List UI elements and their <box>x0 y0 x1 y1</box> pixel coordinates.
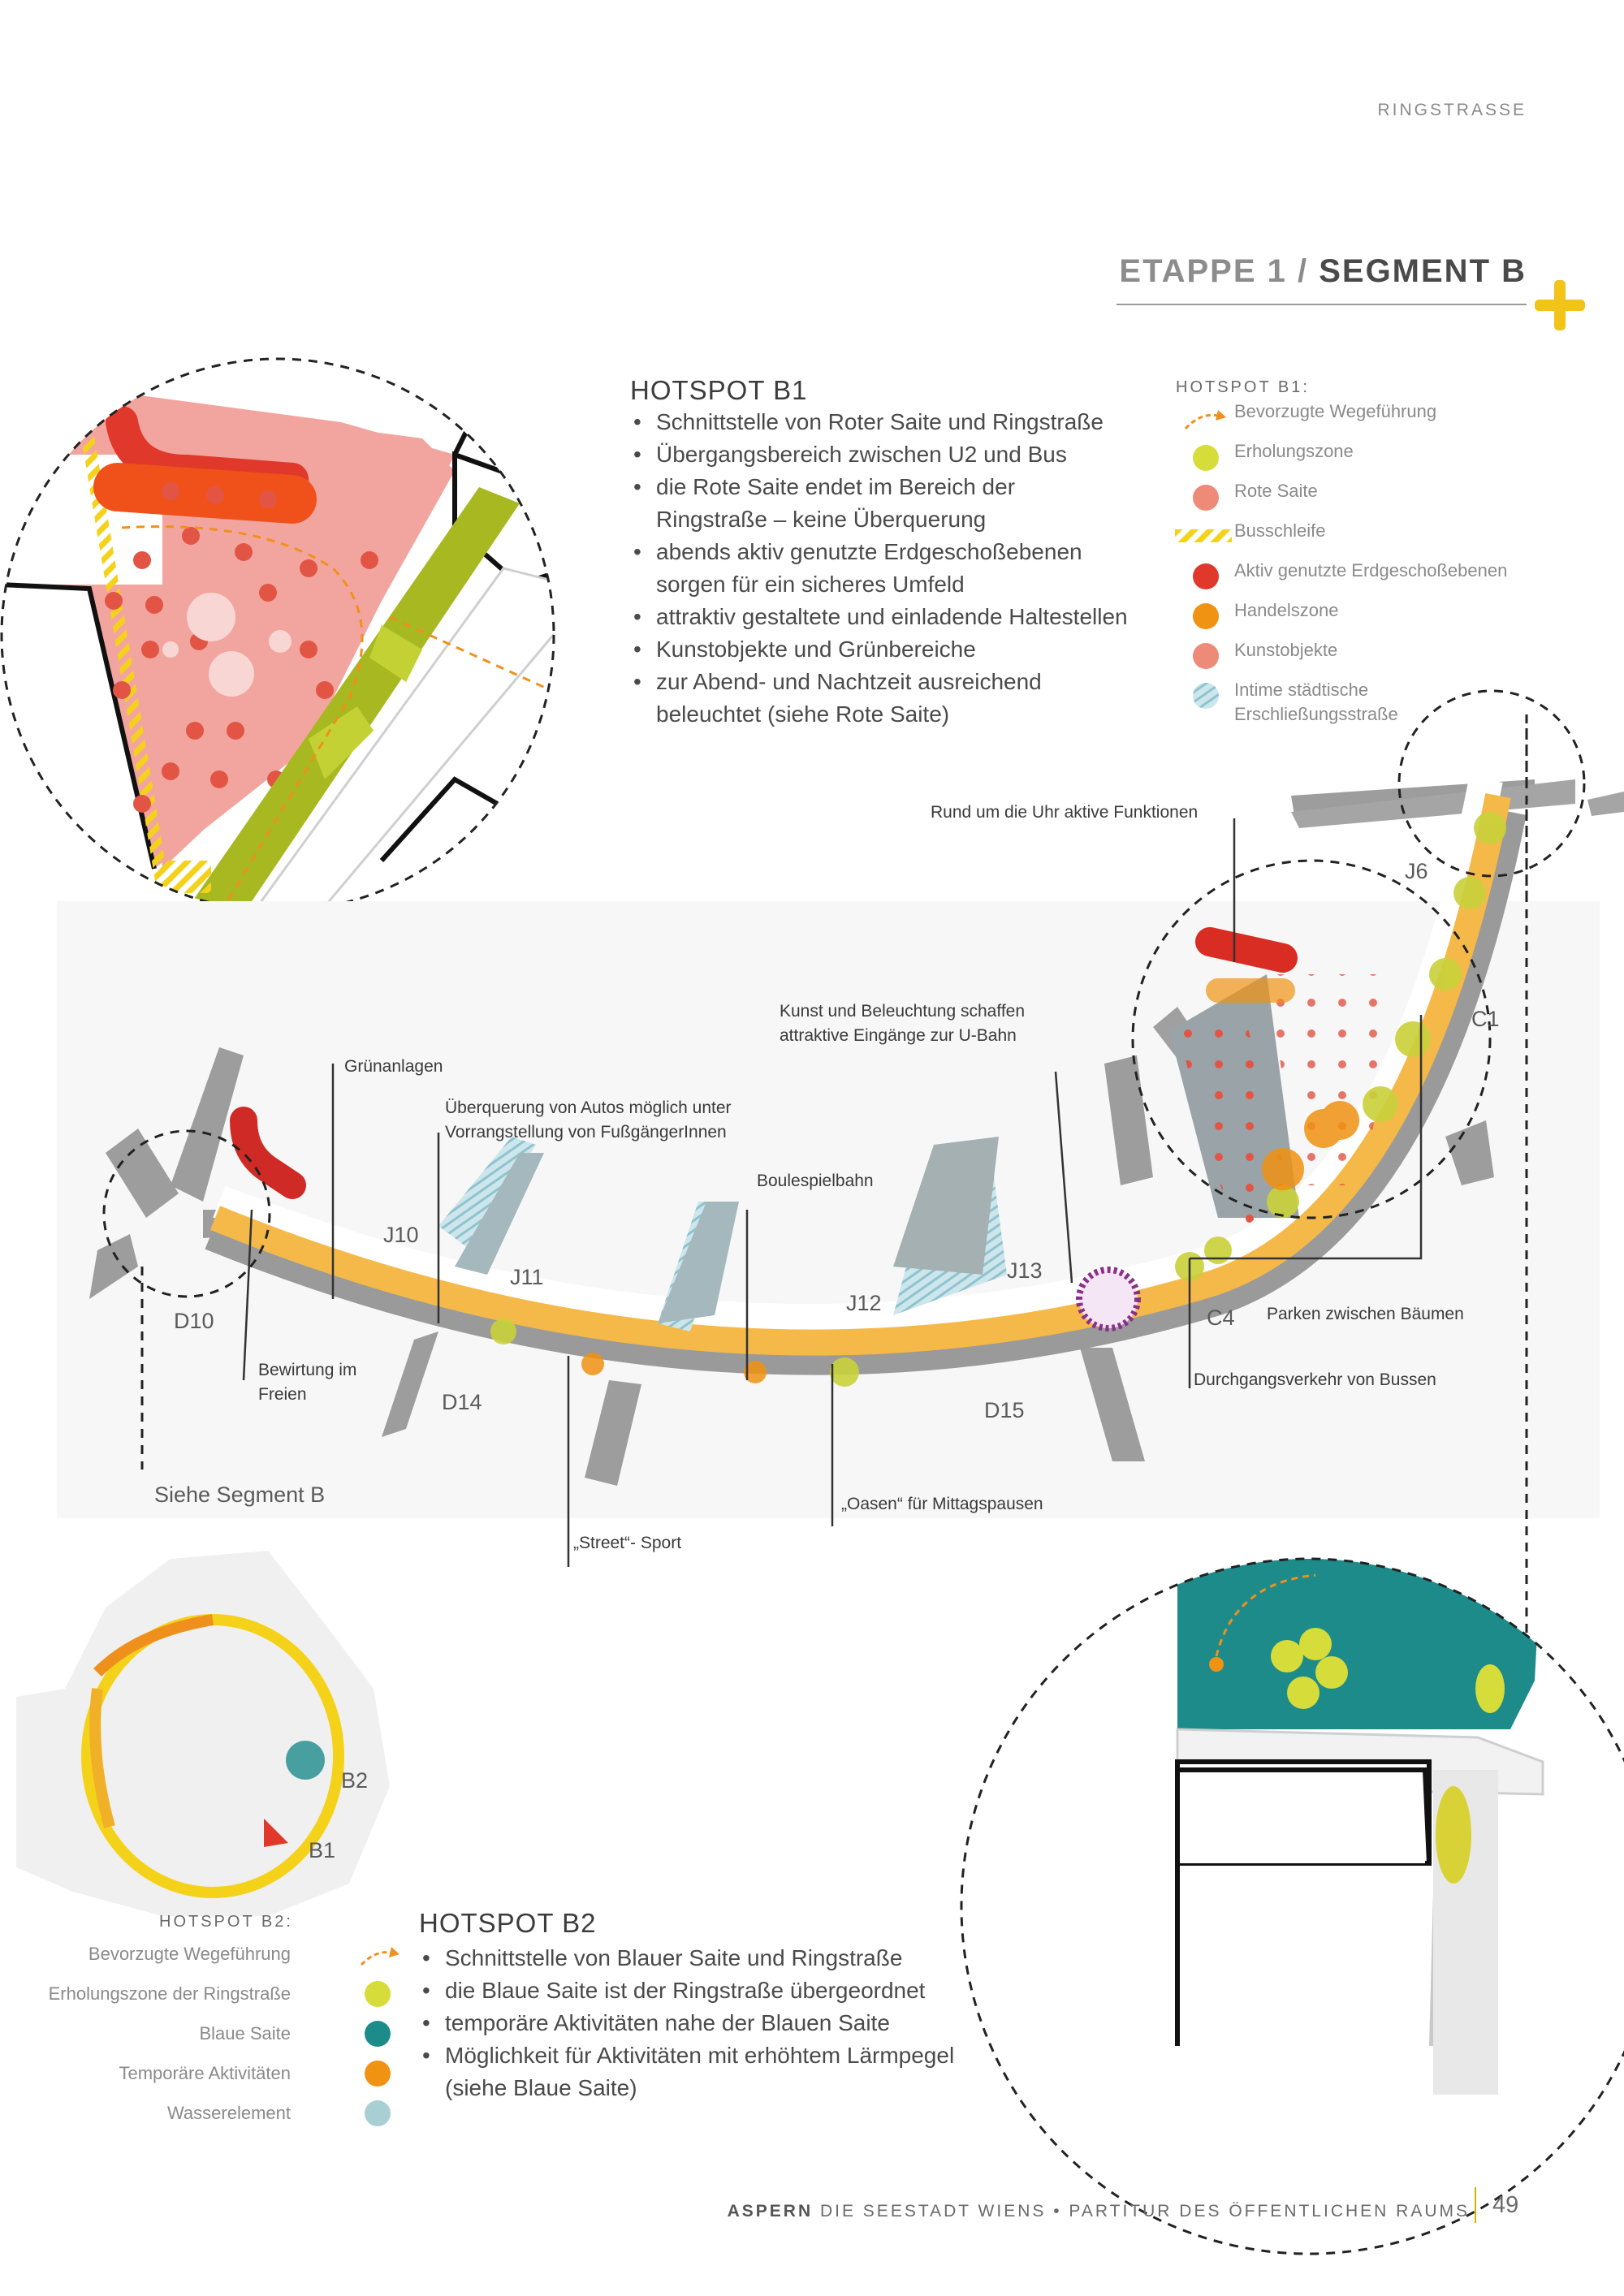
page-number: 49 <box>1492 2192 1519 2218</box>
list-item: Kunstobjekte und Grünbereiche <box>630 633 1199 666</box>
legend-b1-item: Erschließungsstraße <box>1234 704 1398 724</box>
footer: ASPERN DIE SEESTADT WIENS • PARTITUR DES… <box>728 2202 1470 2221</box>
legend-b1-item: Intime städtische <box>1234 680 1369 700</box>
legend-b2-item: Erholungszone der Ringstraße <box>48 1983 291 2004</box>
list-item-text: beleuchtet (siehe Rote Saite) <box>656 701 950 727</box>
legend-b2-item: Wasserelement <box>166 2103 291 2123</box>
running-title: RINGSTRASSE <box>1377 101 1527 119</box>
legend-b2-item: Bevorzugte Wegeführung <box>88 1944 291 1964</box>
title-segment: SEGMENT B <box>1319 253 1527 289</box>
list-item: Übergangsbereich zwischen U2 und Bus <box>630 438 1199 471</box>
map-label: Durchgangsverkehr von Bussen <box>1194 1370 1436 1389</box>
title-rule <box>1116 304 1527 305</box>
legend-b1-item: Kunstobjekte <box>1234 640 1338 660</box>
list-item: Schnittstelle von Blauer Saite und Rings… <box>419 1942 1069 1974</box>
legend-b1-item: Handelszone <box>1234 600 1339 620</box>
map-label: Rund um die Uhr aktive Funktionen <box>931 803 1199 822</box>
map-label: Grünanlagen <box>344 1057 443 1076</box>
list-item: Möglichkeit für Aktivitäten mit erhöhtem… <box>419 2039 1069 2072</box>
map-code: J12 <box>846 1291 882 1315</box>
legend-b2-title: HOTSPOT B2: <box>159 1913 293 1931</box>
map-code: D15 <box>984 1398 1025 1422</box>
list-item-continuation: (siehe Blaue Saite) <box>419 2072 1069 2104</box>
legend-b1-item: Rote Saite <box>1234 481 1318 501</box>
map-code: C1 <box>1471 1007 1500 1031</box>
legend-b1-title: HOTSPOT B1: <box>1176 378 1310 396</box>
hotspot-b2-map <box>961 1559 1624 2254</box>
list-item-continuation: Ringstraße – keine Überquerung <box>630 503 1199 536</box>
footer-brand: ASPERN <box>727 2202 814 2220</box>
map-code: B2 <box>341 1768 369 1793</box>
legend-b2-item: Blaue Saite <box>199 2023 291 2044</box>
page-divider <box>1475 2187 1476 2223</box>
map-link: Siehe Segment B <box>154 1482 326 1507</box>
legend-b1-item: Bevorzugte Wegeführung <box>1234 401 1437 421</box>
list-item: temporäre Aktivitäten nahe der Blauen Sa… <box>419 2007 1069 2039</box>
hotspot-b2-heading: HOTSPOT B2 <box>419 1908 597 1938</box>
plus-icon <box>1535 280 1585 330</box>
list-item: attraktiv gestaltete und einladende Halt… <box>630 601 1199 633</box>
map-code: J6 <box>1405 859 1428 883</box>
map-code: C4 <box>1207 1306 1235 1330</box>
list-item-text: (siehe Blaue Saite) <box>445 2075 637 2100</box>
list-item: die Rote Saite endet im Bereich der <box>630 471 1199 503</box>
hotspot-b1-map <box>2 359 554 911</box>
map-label: Boulespielbahn <box>757 1172 874 1190</box>
map-code: J10 <box>383 1223 419 1247</box>
map-label: „Street“- Sport <box>573 1534 682 1552</box>
map-code: D14 <box>442 1390 482 1414</box>
title-prefix: ETAPPE 1 / <box>1119 253 1320 289</box>
hotspot-b2-list: Schnittstelle von Blauer Saite und Rings… <box>419 1942 1069 2104</box>
map-label: Überquerung von Autos möglich unter <box>445 1098 732 1117</box>
list-item-text: sorgen für ein sicheres Umfeld <box>656 572 965 597</box>
legend-b1-item: Busschleife <box>1234 520 1326 541</box>
list-item-continuation: sorgen für ein sicheres Umfeld <box>630 568 1199 601</box>
hotspot-b1-heading: HOTSPOT B1 <box>630 375 808 405</box>
list-item: Schnittstelle von Roter Saite und Ringst… <box>630 406 1199 438</box>
map-code: B1 <box>309 1838 336 1862</box>
legend-b2-icons <box>360 1947 400 2126</box>
legend-b2-item: Temporäre Aktivitäten <box>119 2063 291 2083</box>
list-item-continuation: beleuchtet (siehe Rote Saite) <box>630 698 1199 731</box>
map-label: attraktive Eingänge zur U-Bahn <box>780 1026 1017 1045</box>
list-item: abends aktiv genutzte Erdgeschoßebenen <box>630 536 1199 568</box>
segment-plan <box>57 776 1624 1518</box>
map-label: Vorrangstellung von FußgängerInnen <box>445 1123 727 1142</box>
map-label: Bewirtung im <box>258 1361 357 1379</box>
list-item: die Blaue Saite ist der Ringstraße überg… <box>419 1974 1069 2007</box>
hotspot-b1-list: Schnittstelle von Roter Saite und Ringst… <box>630 406 1199 731</box>
overview-map <box>16 1551 390 1916</box>
list-item-text: Ringstraße – keine Überquerung <box>656 507 987 532</box>
legend-b1-item: Erholungszone <box>1234 441 1354 461</box>
map-code: J11 <box>510 1265 544 1289</box>
page-title: ETAPPE 1 / SEGMENT B <box>1119 253 1527 290</box>
legend-b1-item: Aktiv genutzte Erdgeschoßebenen <box>1234 560 1508 580</box>
map-label: Freien <box>258 1385 307 1404</box>
list-item: zur Abend- und Nachtzeit ausreichend <box>630 666 1199 698</box>
map-label: Parken zwischen Bäumen <box>1267 1305 1464 1323</box>
map-code: J13 <box>1007 1258 1043 1283</box>
map-code: D10 <box>174 1309 214 1333</box>
map-label: Kunst und Beleuchtung schaffen <box>780 1002 1026 1021</box>
map-label: „Oasen“ für Mittagspausen <box>841 1495 1043 1513</box>
footer-text: DIE SEESTADT WIENS • PARTITUR DES ÖFFENT… <box>813 2202 1470 2220</box>
